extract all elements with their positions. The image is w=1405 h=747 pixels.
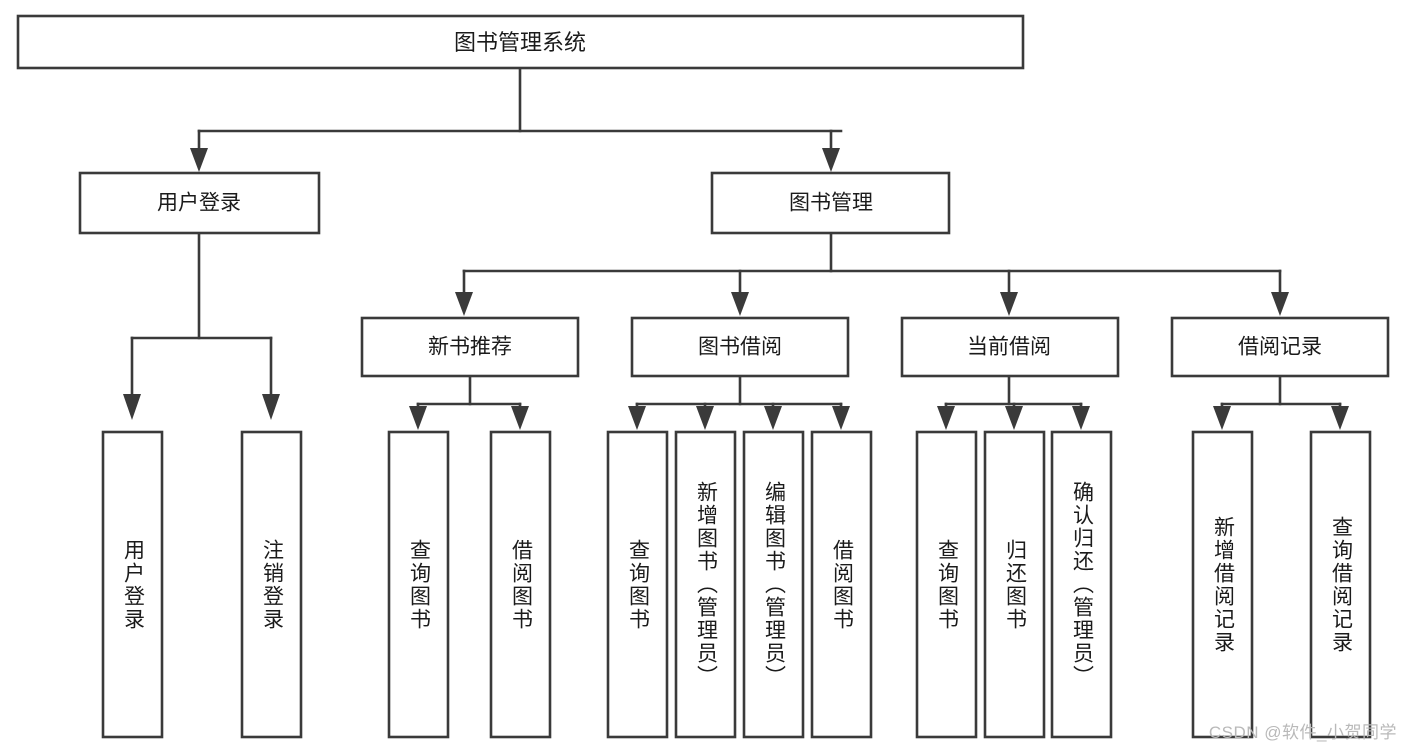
connector-book-manage-to-level3: [455, 231, 1289, 316]
leaf-box-confirm-return-admin[interactable]: [1050, 430, 1113, 739]
leaf-box-query-borrow-record[interactable]: [1309, 430, 1372, 739]
leaf-box-query-book-1[interactable]: [387, 430, 450, 739]
leaf-box-query-book-3[interactable]: [915, 430, 978, 739]
node-book-borrow-label: 图书借阅: [698, 336, 782, 359]
node-book-manage-label: 图书管理: [789, 192, 873, 215]
connector-root-to-level2: [190, 66, 843, 172]
leaf-box-return-book[interactable]: [983, 430, 1046, 739]
connector-borrow-record-to-leaves: [1213, 374, 1349, 430]
leaf-box-borrow-book-1[interactable]: [489, 430, 552, 739]
connector-book-borrow-to-leaves: [628, 374, 850, 430]
node-book-borrow[interactable]: 图书借阅: [630, 316, 850, 378]
leaf-box-user-login[interactable]: [101, 430, 164, 739]
leaf-box-query-book-2[interactable]: [606, 430, 669, 739]
leaf-box-add-book-admin[interactable]: [674, 430, 737, 739]
leaf-box-borrow-book-2[interactable]: [810, 430, 873, 739]
node-borrow-record[interactable]: 借阅记录: [1170, 316, 1390, 378]
node-root[interactable]: 图书管理系统: [16, 14, 1025, 70]
leaf-box-edit-book-admin[interactable]: [742, 430, 805, 739]
node-current-borrow[interactable]: 当前借阅: [900, 316, 1120, 378]
node-user-login[interactable]: 用户登录: [78, 171, 321, 235]
connector-user-login-to-leaves: [123, 231, 280, 420]
connector-current-borrow-to-leaves: [937, 374, 1090, 430]
connector-new-book-to-leaves: [409, 374, 529, 430]
node-user-login-label: 用户登录: [157, 192, 241, 215]
node-borrow-record-label: 借阅记录: [1238, 336, 1322, 359]
node-current-borrow-label: 当前借阅: [967, 336, 1051, 359]
leaf-box-add-borrow-record[interactable]: [1191, 430, 1254, 739]
leaf-box-logout[interactable]: [240, 430, 303, 739]
node-book-manage[interactable]: 图书管理: [710, 171, 951, 235]
node-new-book-recommend[interactable]: 新书推荐: [360, 316, 580, 378]
node-new-book-recommend-label: 新书推荐: [428, 336, 512, 359]
watermark-text: CSDN @软件_小贺同学: [1208, 723, 1397, 742]
node-root-label: 图书管理系统: [454, 30, 586, 55]
